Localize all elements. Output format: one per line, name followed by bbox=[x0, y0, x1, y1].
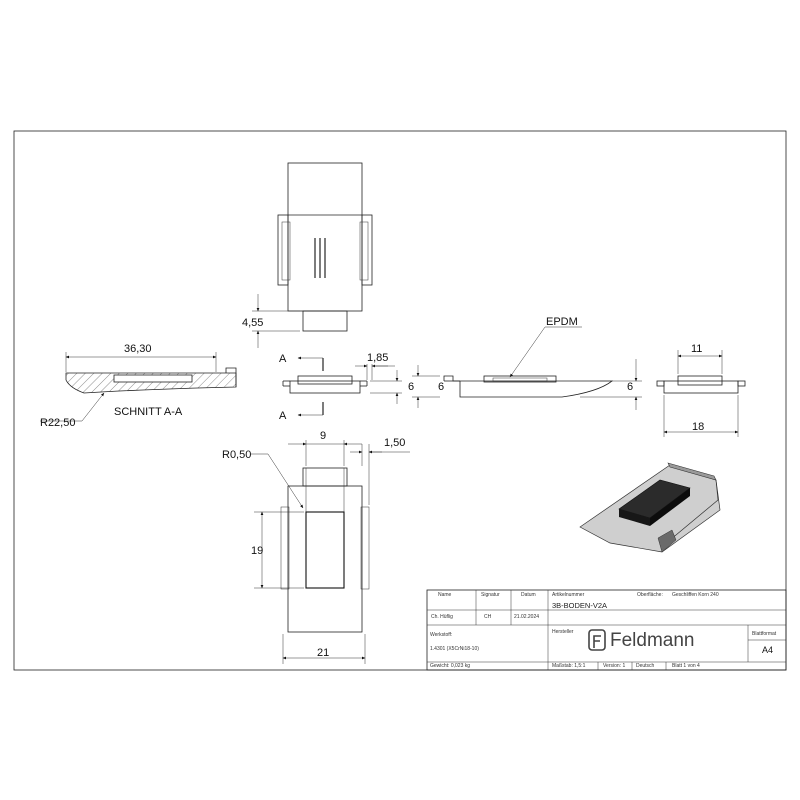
tb-sheet: Blatt 1 von 4 bbox=[672, 663, 700, 669]
dim-top-height: 4,55 bbox=[242, 317, 263, 329]
section-label: SCHNITT A-A bbox=[114, 406, 183, 418]
tb-material-value: 1.4301 (X5CrNi18-10) bbox=[430, 646, 479, 652]
tb-header-surface: Oberfläche: bbox=[637, 592, 663, 598]
dim-right-bottom: 18 bbox=[692, 421, 704, 433]
dim-bottom-offset: 1,50 bbox=[384, 437, 405, 449]
section-arrow-label-top: A bbox=[279, 353, 287, 365]
title-block: Name Signatur Datum Artikelnummer Oberfl… bbox=[426, 589, 787, 671]
tb-language: Deutsch bbox=[636, 663, 655, 669]
tb-drawn-name: Ch. Hüflig bbox=[431, 614, 453, 620]
tb-scale: Maßstab: 1,5:1 bbox=[552, 663, 586, 669]
tb-header-article: Artikelnummer bbox=[552, 592, 585, 598]
dim-section-radius: R22,50 bbox=[40, 417, 75, 429]
tb-header-signature: Signatur bbox=[481, 592, 500, 598]
front-small-view: A A 1,85 6 bbox=[279, 352, 414, 422]
dim-side-right-height: 6 bbox=[627, 381, 633, 393]
tb-sheet-format-value: A4 bbox=[762, 645, 773, 655]
dim-bottom-height: 19 bbox=[251, 545, 263, 557]
tb-sheet-format-label: Blattformat bbox=[752, 631, 777, 637]
dim-side-left-height: 6 bbox=[438, 381, 444, 393]
dim-front-gap: 1,85 bbox=[367, 352, 388, 364]
tb-manufacturer-label: Hersteller bbox=[552, 629, 574, 635]
tb-header-name: Name bbox=[438, 592, 452, 598]
iso-view bbox=[579, 462, 721, 553]
epdm-label: EPDM bbox=[546, 316, 578, 328]
section-arrow-label-bottom: A bbox=[279, 410, 287, 422]
dim-right-top: 11 bbox=[691, 343, 702, 355]
tb-version: Version: 1 bbox=[603, 663, 625, 669]
bottom-view: 9 1,50 R0,50 19 21 bbox=[222, 430, 410, 664]
tb-material-label: Werkstoff: bbox=[430, 632, 452, 638]
dim-bottom-radius: R0,50 bbox=[222, 449, 251, 461]
tb-drawn-signature: CH bbox=[484, 614, 492, 620]
tb-drawn-date: 21.02.2024 bbox=[514, 614, 539, 620]
section-view: 36,30 R22,50 SCHNITT A-A bbox=[40, 343, 237, 429]
drawing-frame bbox=[13, 130, 787, 671]
dim-front-height: 6 bbox=[408, 381, 414, 393]
side-right-view: 11 18 bbox=[656, 343, 746, 437]
tb-weight: Gewicht: 0,023 kg bbox=[430, 663, 470, 669]
dim-section-width: 36,30 bbox=[124, 343, 152, 355]
top-view: 4,55 bbox=[242, 162, 373, 348]
side-long-view: EPDM 6 6 bbox=[412, 316, 642, 410]
tb-header-date: Datum bbox=[521, 592, 536, 598]
tb-article-value: 3B-BODEN-V2A bbox=[552, 601, 607, 610]
dim-bottom-width: 21 bbox=[317, 647, 329, 659]
feldmann-logo-icon bbox=[588, 629, 606, 651]
tb-surface-value: Geschliffen Korn 240 bbox=[672, 592, 719, 598]
company-name: Feldmann bbox=[610, 630, 695, 651]
dim-bottom-inner-width: 9 bbox=[320, 430, 326, 442]
